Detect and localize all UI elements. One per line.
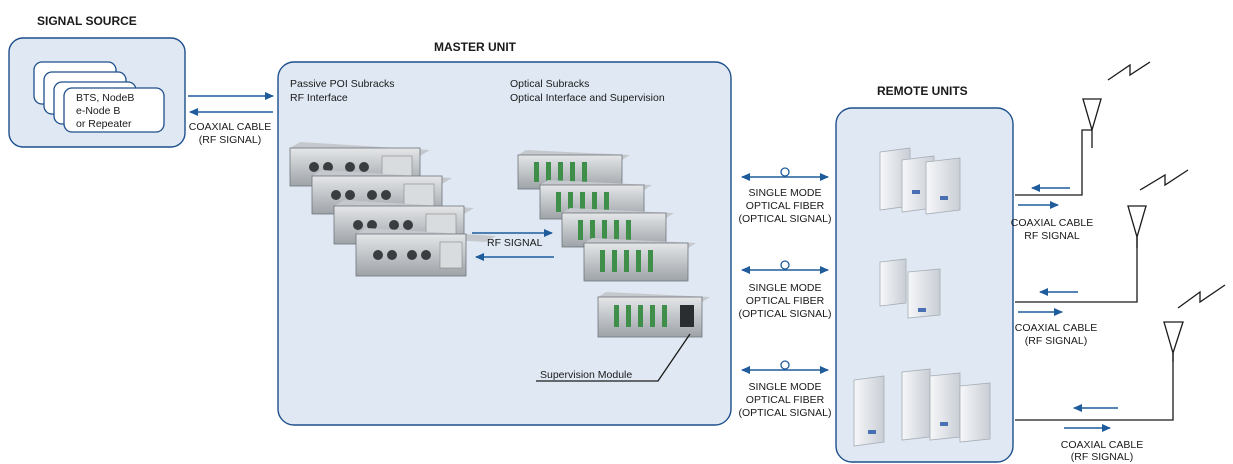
bts-line-3: or Repeater <box>76 118 132 130</box>
coax-source-label-1: COAXIAL CABLE <box>189 121 271 133</box>
antenna-1-label-1: COAXIAL CABLE <box>1011 217 1093 229</box>
fiber-2-line-2: OPTICAL FIBER <box>746 295 825 307</box>
master-unit-title: MASTER UNIT <box>434 40 517 54</box>
fiber-link-1 <box>741 167 829 181</box>
fiber-1-line-1: SINGLE MODE <box>749 187 822 199</box>
optical-subracks-stack <box>517 150 710 338</box>
supervision-module-label: Supervision Module <box>540 369 632 381</box>
fiber-3-line-2: OPTICAL FIBER <box>746 394 825 406</box>
fiber-link-2 <box>741 260 829 274</box>
fiber-3-line-3: (OPTICAL SIGNAL) <box>739 407 832 419</box>
antenna-3-label-2: (RF SIGNAL) <box>1071 451 1133 463</box>
fiber-2-line-3: (OPTICAL SIGNAL) <box>739 308 832 320</box>
poi-subracks-stack <box>289 142 496 277</box>
antenna-2-label-2: (RF SIGNAL) <box>1025 335 1087 347</box>
remote-unit-group-2 <box>879 258 941 319</box>
antenna-2-label-1: COAXIAL CABLE <box>1015 322 1097 334</box>
bts-card-stack <box>33 61 165 133</box>
remote-units-title: REMOTE UNITS <box>877 84 968 98</box>
antenna-1-cable <box>1015 129 1092 196</box>
optical-subracks-sub: Optical Interface and Supervision <box>510 92 665 104</box>
remote-unit-group-1 <box>879 147 961 215</box>
antenna-1-signal-icon <box>1107 61 1151 81</box>
bts-line-1: BTS, NodeB <box>76 92 134 104</box>
fiber-link-3 <box>741 360 829 374</box>
antenna-2-cable <box>1015 237 1138 303</box>
fiber-1-line-3: (OPTICAL SIGNAL) <box>739 213 832 225</box>
signal-source-title: SIGNAL SOURCE <box>37 14 137 28</box>
remote-unit-group-3 <box>853 368 991 447</box>
antenna-1-icon <box>1082 98 1102 148</box>
optical-subracks-title: Optical Subracks <box>510 78 589 90</box>
bts-line-2: e-Node B <box>76 105 120 117</box>
antenna-2-signal-icon <box>1139 169 1189 191</box>
antenna-1-label-2: RF SIGNAL <box>1024 230 1080 242</box>
antenna-3-cable <box>1015 353 1174 421</box>
poi-subracks-sub: RF Interface <box>290 92 348 104</box>
fiber-2-line-1: SINGLE MODE <box>749 282 822 294</box>
poi-subracks-title: Passive POI Subracks <box>290 78 394 90</box>
fiber-3-line-1: SINGLE MODE <box>749 381 822 393</box>
supervision-leader-line <box>536 333 691 382</box>
rf-signal-label: RF SIGNAL <box>487 237 543 249</box>
fiber-1-line-2: OPTICAL FIBER <box>746 200 825 212</box>
antenna-3-signal-icon <box>1177 284 1226 309</box>
coax-source-label-2: (RF SIGNAL) <box>199 134 261 146</box>
antenna-3-label-1: COAXIAL CABLE <box>1061 439 1143 451</box>
